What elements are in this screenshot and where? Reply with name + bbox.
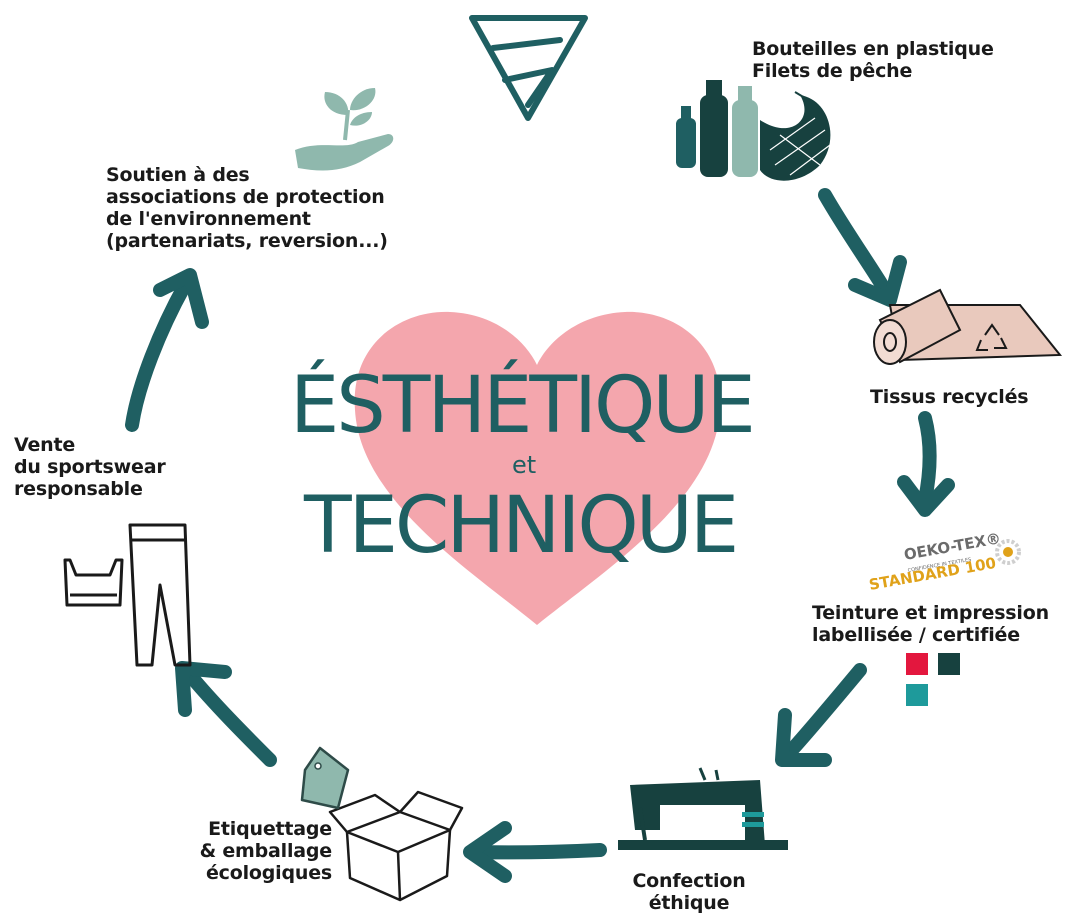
title-line1: ÉSTHÉTIQUE xyxy=(290,361,756,451)
oeko-tex-badge-icon: OEKO-TEX® CONFIDENCE IN TEXTILES STANDAR… xyxy=(868,529,1021,594)
sewing-machine-icon xyxy=(618,767,788,850)
label-recycled-fabric: Tissus recyclés xyxy=(870,386,1029,408)
arrow-icon xyxy=(463,821,512,883)
label-sales: Vente du sportswear responsable xyxy=(14,434,166,500)
brand-logo-icon xyxy=(469,15,588,121)
arrow-icon xyxy=(775,708,832,767)
color-swatch-icon xyxy=(906,653,960,706)
label-raw-materials: Bouteilles en plastique Filets de pêche xyxy=(752,38,994,82)
arrow-icon xyxy=(918,411,937,507)
arrow-icon xyxy=(897,475,955,517)
sportswear-icon xyxy=(63,523,192,667)
arrow-icon xyxy=(183,668,277,767)
arrow-icon xyxy=(125,278,192,432)
label-packaging: Etiquettage & emballage écologiques xyxy=(199,818,333,884)
svg-text:STANDARD 100: STANDARD 100 xyxy=(868,554,998,594)
box-and-tag-icon xyxy=(300,746,464,902)
arrow-icon xyxy=(848,255,907,307)
label-support: Soutien à des associations de protection… xyxy=(106,164,388,252)
label-dyeing: Teinture et impression labellisée / cert… xyxy=(812,602,1049,646)
label-manufacturing: Confection éthique xyxy=(632,870,746,914)
arrow-icon xyxy=(175,661,232,717)
title-connector: et xyxy=(512,451,537,479)
fabric-roll-icon xyxy=(873,288,1063,365)
heart-icon xyxy=(354,311,721,625)
arrow-icon xyxy=(153,268,209,329)
bottles-and-net-icon xyxy=(676,80,831,181)
hand-plant-icon xyxy=(295,88,394,171)
arrow-icon xyxy=(783,663,867,759)
arrow-icon xyxy=(818,188,892,297)
title-line2: TECHNIQUE xyxy=(304,481,739,571)
arrow-icon xyxy=(468,843,607,860)
